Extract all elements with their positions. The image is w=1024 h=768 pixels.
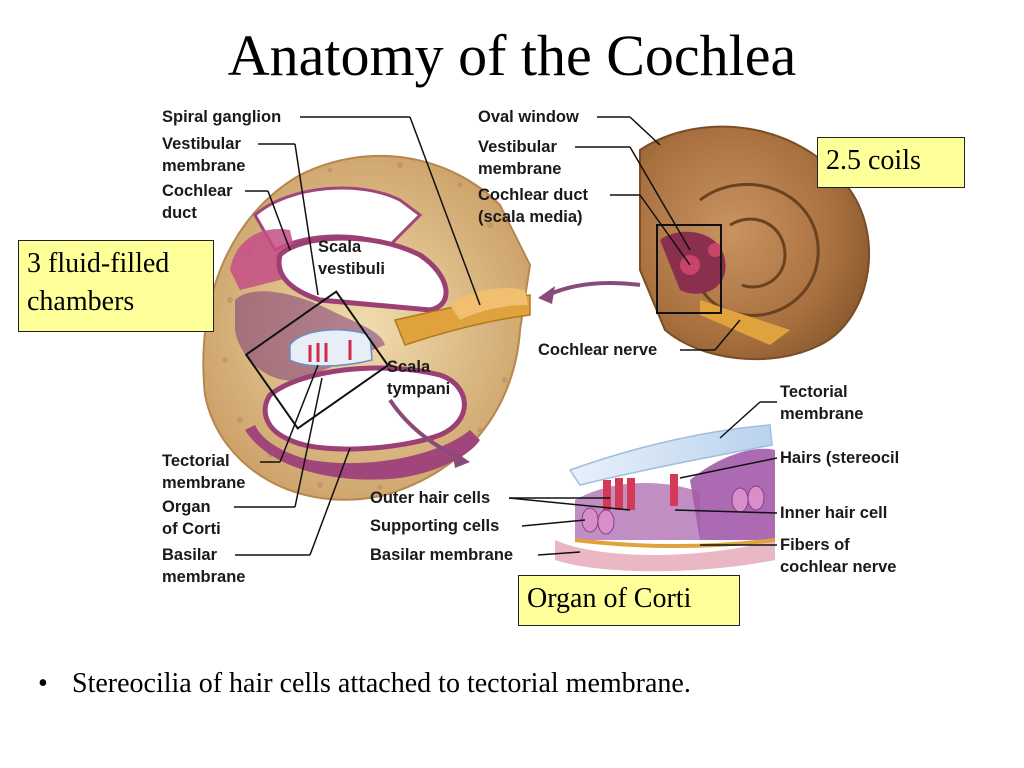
label-vestibular-membrane-left: Vestibular membrane: [162, 135, 246, 175]
label-vestibular-membrane-right: Vestibular membrane: [478, 138, 562, 178]
bullet-point: • Stereocilia of hair cells attached to t…: [30, 668, 990, 700]
label-cochlear-duct-left: Cochlear duct: [162, 182, 233, 222]
organ-of-corti-detail: [555, 424, 776, 572]
callout-organ-of-corti: Organ of Corti: [518, 575, 740, 626]
label-scala-vestibuli: Scala vestibuli: [318, 238, 385, 278]
slide-title: Anatomy of the Cochlea: [227, 23, 797, 88]
label-inner-hair-cell: Inner hair cell: [780, 504, 888, 522]
bullet-text: Stereocilia of hair cells attached to te…: [72, 668, 691, 699]
label-organ-of-corti-left: Organ of Corti: [162, 498, 221, 538]
label-fibers-cochlear-nerve: Fibers of cochlear nerve: [780, 536, 897, 576]
label-supporting-cells: Supporting cells: [370, 517, 500, 535]
label-hairs-stereocilia: Hairs (stereocil: [780, 449, 900, 467]
label-scala-tympani: Scala tympani: [387, 358, 451, 398]
label-tectorial-membrane-right: Tectorial membrane: [780, 383, 864, 423]
bullet-marker: •: [38, 668, 48, 699]
label-outer-hair-cells: Outer hair cells: [370, 489, 491, 507]
label-cochlear-duct-right: Cochlear duct (scala media): [478, 186, 589, 226]
label-spiral-ganglion: Spiral ganglion: [162, 108, 282, 126]
callout-coils: 2.5 coils: [817, 137, 965, 188]
cochlea-cross-section: [202, 154, 532, 501]
leader-lines: [234, 116, 778, 556]
label-oval-window: Oval window: [478, 108, 579, 126]
label-tectorial-membrane-left: Tectorial membrane: [162, 452, 246, 492]
label-basilar-membrane-left: Basilar membrane: [162, 546, 246, 586]
callout-fluid-chambers: 3 fluid-filled chambers: [18, 240, 214, 332]
label-basilar-membrane-right: Basilar membrane: [370, 546, 514, 564]
label-cochlear-nerve: Cochlear nerve: [538, 341, 658, 359]
